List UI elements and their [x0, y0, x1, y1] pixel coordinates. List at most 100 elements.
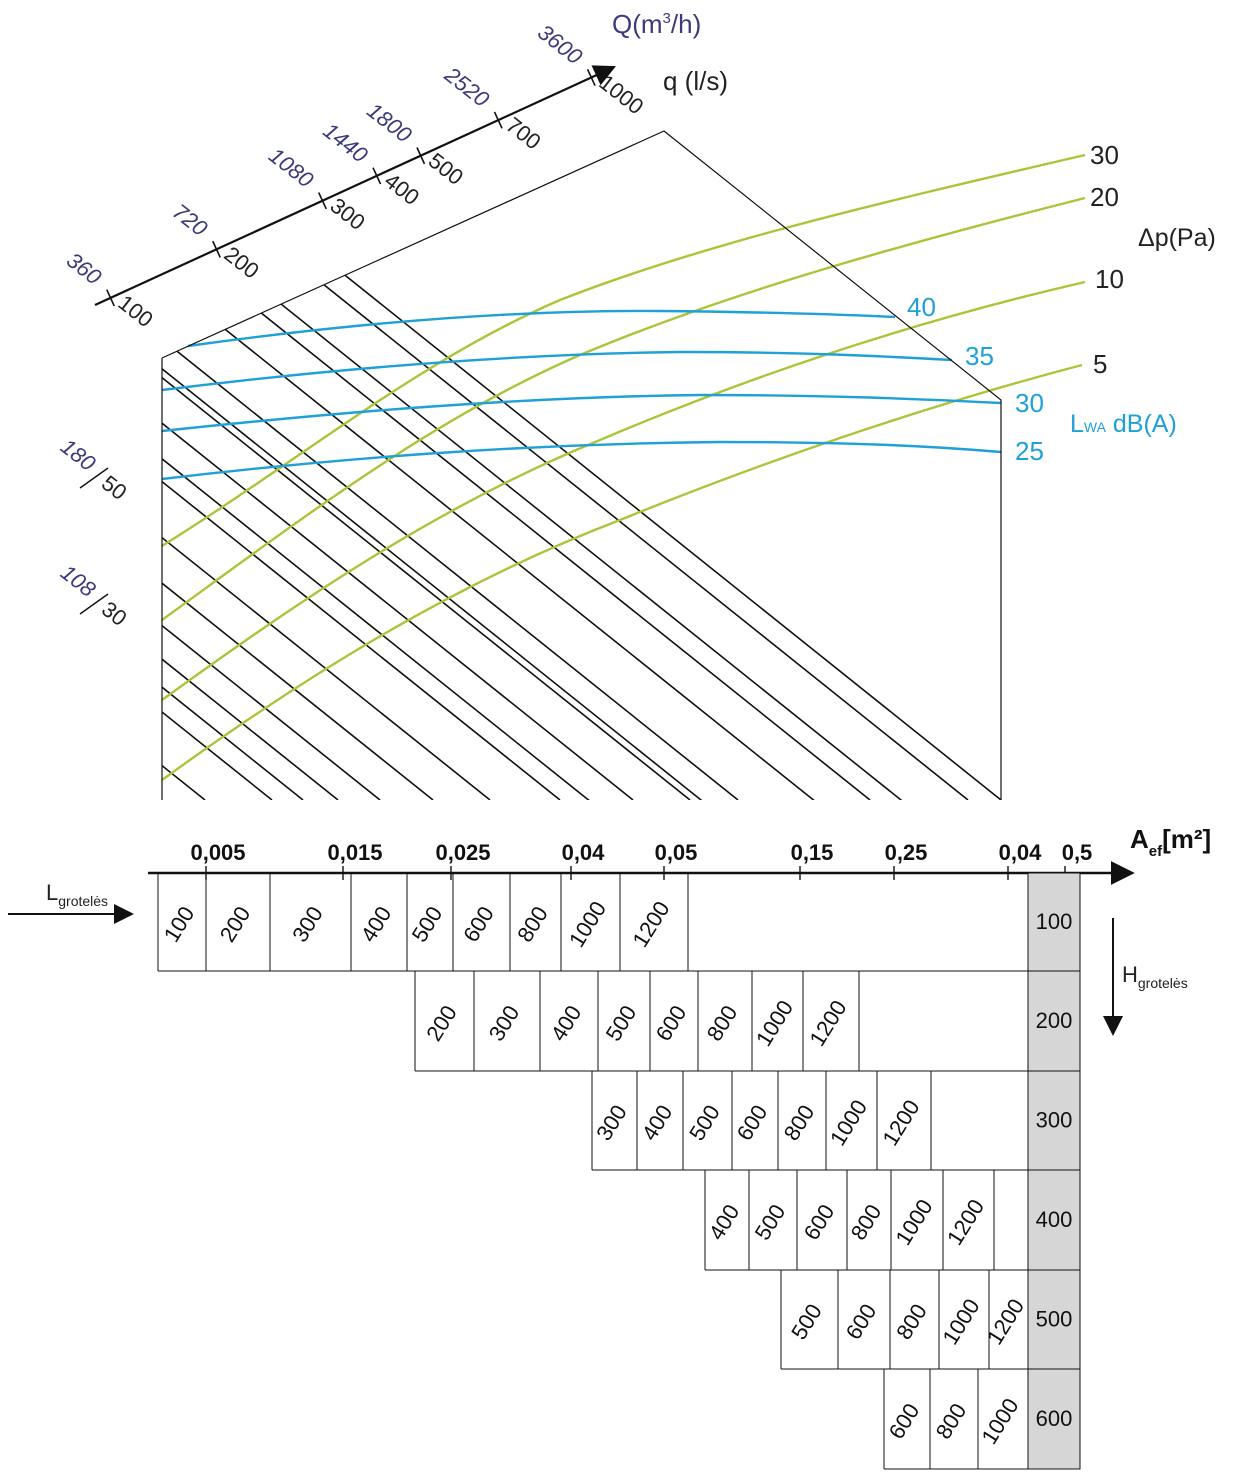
q-lower-label-50: 50: [97, 470, 132, 505]
sound-curve-35: [161, 350, 953, 392]
area-tick-label-6: 0,15: [791, 840, 834, 865]
flow-line-14: [162, 131, 1001, 800]
size-cell-H100-L300: 300: [287, 902, 328, 946]
size-cell-H300-L400: 400: [637, 1100, 678, 1144]
size-cell-H100-L200: 200: [215, 902, 256, 946]
Q-tick-label-360: 360: [62, 247, 107, 290]
area-tick-label-1: 0,005: [190, 840, 245, 865]
size-cell-H200-L500: 500: [601, 1001, 642, 1045]
sound-label-40: 40: [907, 292, 936, 322]
flow-tick-1000: [586, 68, 596, 86]
area-tick-label-9: 0,5: [1062, 840, 1093, 865]
flow-line-2: [162, 131, 273, 800]
area-tick-label-3: 0,025: [435, 840, 490, 865]
H-value-500: 500: [1036, 1307, 1073, 1332]
size-cell-H500-L1000: 1000: [937, 1294, 984, 1349]
size-cell-H100-L400: 400: [356, 902, 397, 946]
size-cell-H400-L400: 400: [704, 1200, 745, 1244]
size-cell-H200-L200: 200: [421, 1001, 462, 1045]
size-cell-H200-L1200: 1200: [804, 996, 851, 1051]
size-cell-H300-L500: 500: [684, 1100, 725, 1144]
H-value-300: 300: [1036, 1108, 1073, 1133]
size-cell-H300-L1200: 1200: [877, 1095, 924, 1150]
area-tick-label-7: 0,25: [885, 840, 928, 865]
Q-axis-title: Q(m3/h): [612, 9, 701, 39]
sound-level-curves: [161, 309, 1002, 481]
flow-tick-100: [106, 289, 115, 307]
pressure-curve-20: [161, 196, 1086, 621]
area-axis-title: Aef[m²]: [1130, 824, 1211, 860]
flow-tick-400: [372, 167, 382, 185]
sound-curve-25: [161, 440, 1002, 481]
flow-line-12: [162, 131, 871, 800]
size-cell-H600-L1000: 1000: [976, 1394, 1023, 1449]
sound-label-35: 35: [965, 341, 994, 371]
Q-lower-label-180: 180: [56, 434, 101, 477]
size-cell-H400-L500: 500: [750, 1200, 791, 1244]
frame-top-left: [161, 130, 665, 359]
pressure-curve-10: [161, 280, 1086, 701]
size-cell-H200-L800: 800: [702, 1001, 743, 1045]
size-cell-H300-L600: 600: [732, 1100, 773, 1144]
H-label-sub: grotelės: [1138, 975, 1188, 991]
sound-unit-sub: WA: [1084, 419, 1107, 435]
size-cell-H600-L800: 800: [931, 1399, 972, 1443]
q-tick-label-300: 300: [326, 193, 370, 235]
Q-tick-label-720: 720: [168, 199, 213, 242]
size-cell-H500-L800: 800: [891, 1299, 932, 1343]
H-value-200: 200: [1036, 1008, 1073, 1033]
size-cell-H500-L600: 600: [841, 1299, 882, 1343]
flow-tick-200: [212, 240, 221, 258]
pressure-curve-30: [161, 153, 1086, 548]
flow-line-extra-1: [162, 131, 1001, 800]
flow-line-3: [162, 131, 304, 800]
flow-line-8: [162, 131, 561, 800]
size-cell-H100-L1000: 1000: [564, 897, 611, 952]
pressure-label-30: 30: [1090, 140, 1119, 170]
flow-line-9: [162, 131, 634, 800]
flow-lower-tick-50: [79, 467, 109, 489]
flow-line-11: [162, 131, 739, 800]
size-cell-H400-L1000: 1000: [890, 1195, 937, 1250]
size-cell-H400-L600: 600: [799, 1200, 840, 1244]
q-tick-label-400: 400: [380, 168, 424, 210]
size-cell-H300-L300: 300: [591, 1100, 632, 1144]
Q-tick-label-1800: 1800: [362, 98, 417, 148]
flow-axis-line: [94, 65, 616, 306]
size-cell-H300-L800: 800: [779, 1100, 820, 1144]
size-cell-H200-L600: 600: [651, 1001, 692, 1045]
L-label-sub: grotelės: [58, 893, 108, 909]
flow-line-6: [162, 131, 434, 800]
q-tick-label-1000: 1000: [594, 70, 648, 120]
size-cell-H100-L800: 800: [512, 902, 553, 946]
flow-tick-700: [493, 111, 503, 129]
flow-line-extra-3: [162, 131, 902, 800]
size-cell-H400-L800: 800: [846, 1200, 887, 1244]
size-cell-H200-L1000: 1000: [751, 996, 798, 1051]
area-tick-label-2: 0,015: [327, 840, 382, 865]
H-label: Hgrotelės: [1122, 962, 1188, 991]
size-cell-H100-L100: 100: [159, 902, 200, 946]
size-cell-H200-L300: 300: [484, 1001, 525, 1045]
pressure-label-20: 20: [1090, 182, 1119, 212]
pressure-curve-5: [161, 363, 1083, 781]
Q-tick-label-3600: 3600: [533, 19, 588, 69]
Q-tick-label-2520: 2520: [439, 61, 494, 112]
H-column: [1027, 872, 1081, 1470]
flow-tick-300: [318, 192, 327, 210]
pressure-unit-label: Δp(Pa): [1138, 224, 1216, 252]
Q-axis-title-sup: 3: [663, 10, 671, 27]
flow-diagonal-lines: [162, 131, 1001, 800]
H-value-400: 400: [1036, 1207, 1073, 1232]
sound-curve-30: [161, 393, 1002, 433]
size-cell-H100-L600: 600: [458, 902, 499, 946]
pressure-curves: [161, 153, 1086, 781]
H-value-100: 100: [1036, 909, 1073, 934]
frame-right: [663, 130, 1002, 800]
area-tick-label-4: 0,04: [562, 840, 606, 865]
sound-label-25: 25: [1015, 436, 1044, 466]
flow-line-10: [162, 131, 691, 800]
